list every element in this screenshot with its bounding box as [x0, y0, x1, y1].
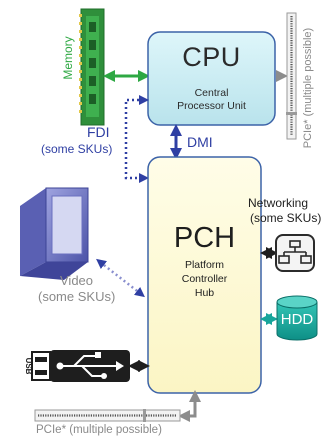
hard-disk-icon: [276, 295, 318, 341]
pch-subtitle-line: Platform: [184, 259, 225, 271]
video-label: Video: [60, 273, 94, 288]
cpu-subtitle-line: Central: [194, 87, 229, 99]
usb-label: USB: [24, 358, 33, 375]
video-note-label: (some SKUs): [38, 289, 116, 304]
cpu-subtitle-line: Processor Unit: [177, 100, 246, 112]
cpu-box: [147, 31, 276, 126]
cpu-subtitle: Central Processor Unit: [148, 87, 275, 113]
pch-pcie-link: [178, 390, 201, 422]
pch-subtitle-line: Controller: [181, 273, 228, 285]
memory-module-icon: [79, 8, 105, 126]
networking-label: Networking: [248, 196, 309, 210]
video-link: [96, 258, 145, 298]
networking-note-label: (some SKUs): [250, 211, 322, 225]
pcie-bottom-label: PCIe* (multiple possible): [36, 424, 162, 436]
fdi-note-label: (some SKUs): [41, 142, 113, 156]
cpu-title: CPU: [182, 42, 241, 72]
memory-label: Memory: [61, 36, 75, 79]
pch-subtitle: Platform Controller Hub: [148, 258, 261, 300]
pcie-slot-icon: [286, 12, 297, 140]
usb-icon: [31, 350, 130, 382]
fdi-link: [124, 95, 149, 183]
network-icon: [275, 234, 315, 272]
dmi-label: DMI: [187, 134, 213, 150]
hdd-label: HDD: [280, 311, 314, 328]
pch-subtitle-line: Hub: [194, 287, 215, 299]
monitor-icon: [20, 187, 89, 280]
pch-box: [147, 156, 262, 394]
pcie-top-label: PCIe* (multiple possible): [302, 28, 314, 148]
pch-title: PCH: [173, 222, 236, 254]
fdi-label: FDI: [87, 124, 110, 140]
pcie-slot-icon: [34, 409, 181, 422]
